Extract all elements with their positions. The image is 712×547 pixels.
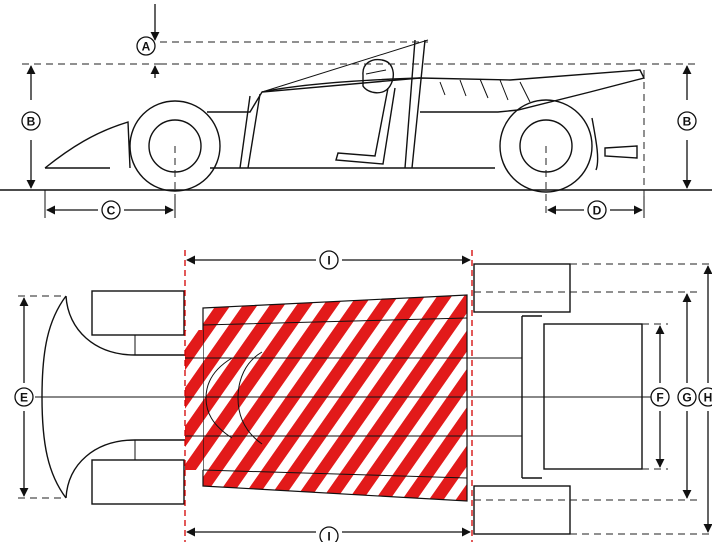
cockpit-hatched-area — [202, 294, 468, 502]
front-right-tyre — [91, 459, 185, 505]
dimension-b-right: B — [643, 65, 697, 200]
front-left-tyre — [91, 290, 185, 336]
dimension-b-left: B — [21, 63, 160, 189]
label-e: E — [20, 391, 28, 405]
label-c: C — [107, 204, 116, 218]
dimension-i-bottom: I — [186, 526, 471, 546]
side-view: A B B C — [0, 4, 712, 220]
dimension-a: A — [136, 4, 700, 78]
dimension-h: H — [698, 265, 712, 533]
label-g: G — [682, 391, 691, 405]
label-a: A — [142, 40, 151, 54]
dimension-i-top: I — [186, 250, 471, 270]
rear-wheel-side — [499, 99, 593, 215]
label-b-left: B — [27, 115, 36, 129]
cockpit-hatched-strip — [185, 330, 203, 470]
rear-wing-top — [543, 323, 643, 470]
dimension-c: C — [44, 190, 176, 220]
label-f: F — [656, 391, 663, 405]
rear-left-tyre — [473, 263, 571, 313]
dimension-e: E — [14, 297, 34, 497]
label-d: D — [593, 204, 602, 218]
dimension-f: F — [650, 325, 670, 468]
top-view: I I E F G — [14, 250, 712, 546]
rear-right-tyre — [473, 485, 571, 535]
dimension-g: G — [677, 293, 697, 499]
front-wheel-side — [129, 100, 221, 210]
label-h: H — [704, 391, 712, 405]
car-body-side — [44, 39, 646, 171]
label-i-top: I — [327, 254, 330, 268]
label-i-bottom: I — [327, 530, 330, 543]
dimension-d: D — [547, 196, 645, 220]
front-wing-top — [41, 295, 185, 499]
label-b-right: B — [683, 115, 692, 129]
